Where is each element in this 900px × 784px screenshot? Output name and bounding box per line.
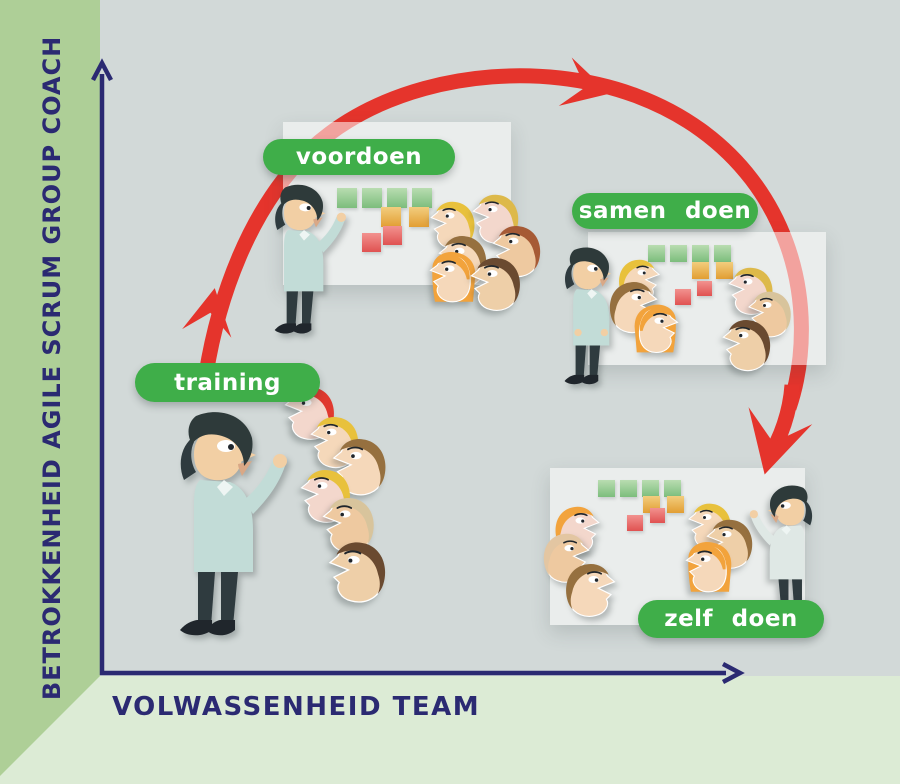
- sticky-note-green: [598, 480, 615, 497]
- team-member-head: [720, 318, 776, 380]
- team-member-head: [326, 540, 392, 613]
- phase-label: voordoen: [295, 144, 423, 170]
- phase-label: training: [174, 369, 281, 396]
- phase-pill-voordoen: voordoen: [263, 139, 455, 175]
- sticky-note-red: [362, 233, 381, 252]
- sticky-note-red: [675, 289, 691, 305]
- coach-figure-training: [140, 408, 290, 648]
- sticky-note-orange: [692, 262, 709, 279]
- phase-label: samen doen: [578, 198, 752, 224]
- sticky-note-orange: [716, 262, 733, 279]
- team-member-head: [560, 562, 618, 626]
- sticky-note-red: [627, 515, 643, 531]
- sticky-note-green: [620, 480, 637, 497]
- sticky-note-orange: [409, 207, 429, 227]
- sticky-note-orange: [667, 496, 684, 513]
- phase-pill-samen-doen: samen doen: [572, 193, 758, 229]
- y-axis-label: BETROKKENHEID AGILE SCRUM GROUP COACH: [38, 35, 66, 701]
- sticky-note-green: [337, 188, 357, 208]
- phase-label: zelf doen: [664, 606, 798, 632]
- left-band: [0, 0, 100, 776]
- sticky-note-green: [412, 188, 432, 208]
- bottom-band: [0, 676, 900, 784]
- sticky-note-green: [387, 188, 407, 208]
- x-axis-label: VOLWASSENHEID TEAM: [112, 692, 481, 722]
- sticky-note-green: [642, 480, 659, 497]
- team-member-head: [682, 540, 738, 602]
- sticky-note-red: [383, 226, 402, 245]
- sticky-note-green: [648, 245, 665, 262]
- sticky-note-orange: [381, 207, 401, 227]
- coach-figure-voordoen: [248, 182, 348, 342]
- sticky-note-green: [362, 188, 382, 208]
- sticky-note-green: [692, 245, 709, 262]
- sticky-note-green: [670, 245, 687, 262]
- phase-pill-training: training: [135, 363, 320, 402]
- team-member-head: [628, 303, 682, 362]
- sticky-note-red: [650, 508, 665, 523]
- sticky-note-green: [714, 245, 731, 262]
- arc-chevron-right-icon: [558, 57, 610, 106]
- sticky-note-red: [697, 281, 712, 296]
- team-member-head: [468, 256, 526, 320]
- sticky-note-green: [664, 480, 681, 497]
- arc-chevron-up-icon: [182, 288, 232, 338]
- phase-pill-zelf-doen: zelf doen: [638, 600, 824, 638]
